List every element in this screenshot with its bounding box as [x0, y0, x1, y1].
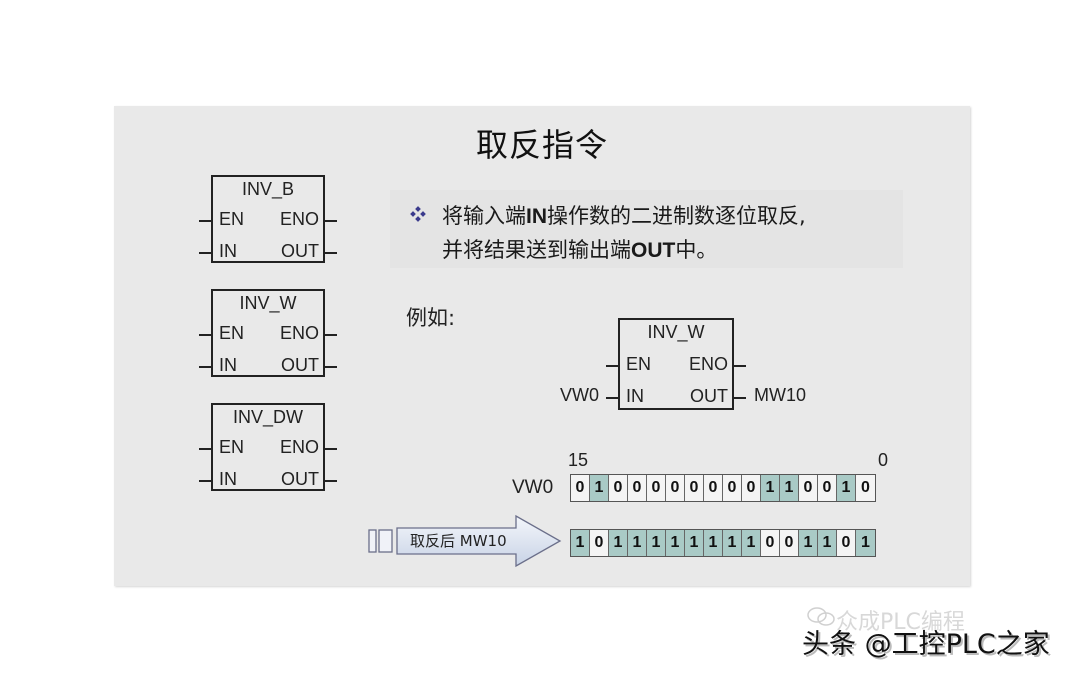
wire-in: [606, 397, 618, 399]
block-name: INV_W: [647, 322, 705, 342]
faded-watermark: 众成PLC编程: [836, 610, 965, 635]
wechat-icon: [807, 607, 835, 626]
arrow-label: 取反后 MW10: [410, 532, 507, 550]
arrow-graphic: [368, 514, 562, 568]
bit-cell: 1: [856, 530, 875, 556]
wire-out: [734, 397, 746, 399]
pin-out: OUT: [281, 241, 319, 261]
pin-eno: ENO: [279, 209, 319, 229]
example-label: 例如:: [406, 306, 456, 330]
function-block-inv-dw: INV_DW EN IN ENO OUT: [199, 403, 337, 491]
pin-in: IN: [219, 469, 237, 489]
bit-cell: 1: [647, 530, 666, 556]
bit-cell: 0: [799, 475, 818, 501]
desc-keyword-out: OUT: [631, 239, 676, 262]
wire-eno: [734, 365, 746, 367]
bit-cell: 1: [818, 530, 837, 556]
block-name: INV_W: [239, 293, 297, 313]
example-function-block: INV_W EN IN ENO OUT: [606, 318, 746, 410]
desc-text: 将输入端: [442, 204, 526, 228]
watermark: 头条 @工控PLC之家: [802, 629, 1050, 660]
pin-in: IN: [626, 386, 644, 406]
pin-en: EN: [219, 209, 245, 229]
bit-cell: 0: [742, 475, 761, 501]
bit-cell: 0: [590, 530, 609, 556]
bit-cell: 1: [590, 475, 609, 501]
bit-cell: 1: [761, 475, 780, 501]
pin-en: EN: [626, 354, 652, 374]
bit-cell: 0: [723, 475, 742, 501]
bit-cell: 0: [685, 475, 704, 501]
output-operand: MW10: [754, 385, 807, 405]
description-line-1: 将输入端IN操作数的二进制数逐位取反,: [442, 200, 806, 230]
pin-eno: ENO: [279, 323, 319, 343]
bit-cell: 0: [571, 475, 590, 501]
diamond-bullet-icon: [410, 206, 426, 222]
input-row-label: VW0: [512, 477, 554, 498]
block-name: INV_DW: [232, 407, 303, 427]
bit-cell: 0: [704, 475, 723, 501]
input-operand: VW0: [560, 385, 600, 405]
wire-en: [199, 448, 211, 450]
wire-out: [325, 480, 337, 482]
function-block-inv-b: INV_B EN IN ENO OUT: [199, 175, 337, 263]
wire-eno: [325, 334, 337, 336]
bit-cell: 1: [571, 530, 590, 556]
pin-eno: ENO: [688, 354, 728, 374]
pin-out: OUT: [690, 386, 728, 406]
bit-index-high: 15: [568, 450, 589, 470]
wire-eno: [325, 220, 337, 222]
slide: 取反指令 INV_B EN IN ENO OUT INV_W EN IN ENO…: [114, 106, 970, 586]
pin-in: IN: [219, 241, 237, 261]
desc-keyword-in: IN: [526, 205, 547, 228]
wire-out: [325, 252, 337, 254]
bit-cell: 1: [723, 530, 742, 556]
pin-eno: ENO: [279, 437, 319, 457]
bit-cell: 1: [628, 530, 647, 556]
pin-en: EN: [219, 323, 245, 343]
bit-cell: 1: [609, 530, 628, 556]
function-block-inv-w: INV_W EN IN ENO OUT: [199, 289, 337, 377]
slide-title: 取反指令: [475, 126, 608, 164]
pin-en: EN: [219, 437, 245, 457]
bit-cell: 0: [609, 475, 628, 501]
bit-index-low: 0: [878, 450, 889, 470]
wire-in: [199, 252, 211, 254]
wire-en: [199, 220, 211, 222]
bit-cell: 1: [799, 530, 818, 556]
desc-text: 操作数的二进制数逐位取反,: [547, 204, 806, 228]
pin-out: OUT: [281, 469, 319, 489]
pin-out: OUT: [281, 355, 319, 375]
block-name: INV_B: [241, 179, 295, 199]
bit-cell: 1: [685, 530, 704, 556]
bit-cell: 0: [628, 475, 647, 501]
bit-cell: 0: [780, 530, 799, 556]
bit-cell: 1: [780, 475, 799, 501]
bit-cell: 0: [818, 475, 837, 501]
desc-text: 中。: [675, 238, 718, 262]
bit-cell: 1: [704, 530, 723, 556]
description-box: [390, 190, 903, 268]
bit-cell: 1: [666, 530, 685, 556]
desc-text: 并将结果送到输出端: [442, 238, 631, 262]
bit-cell: 0: [837, 530, 856, 556]
bit-cell: 0: [761, 530, 780, 556]
pin-in: IN: [219, 355, 237, 375]
wire-en: [606, 365, 618, 367]
wire-in: [199, 366, 211, 368]
description-line-2: 并将结果送到输出端OUT中。: [442, 234, 717, 264]
wire-out: [325, 366, 337, 368]
bit-cell: 1: [837, 475, 856, 501]
bit-cell: 0: [856, 475, 875, 501]
wire-en: [199, 334, 211, 336]
bit-cell: 0: [666, 475, 685, 501]
wire-in: [199, 480, 211, 482]
bit-cell: 1: [742, 530, 761, 556]
wire-eno: [325, 448, 337, 450]
bit-cell: 0: [647, 475, 666, 501]
